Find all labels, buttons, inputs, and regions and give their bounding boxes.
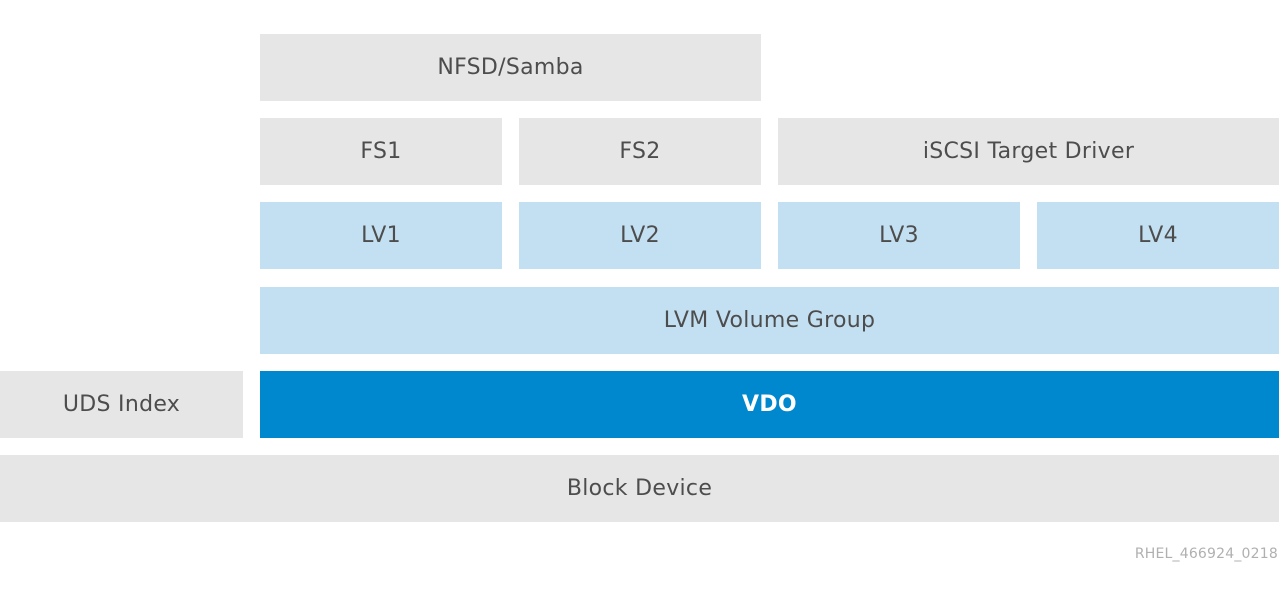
block-device-layer: Block Device [0,455,1279,522]
lv2-label: LV2 [620,223,660,248]
lv1-label: LV1 [361,223,401,248]
block-device-label: Block Device [566,476,713,501]
uds-index-label: UDS Index [62,392,181,417]
figure-id: RHEL_466924_0218 [1134,546,1278,562]
fs2-layer: FS2 [519,118,761,185]
nfsd-samba-label: NFSD/Samba [437,55,584,80]
lvm-volume-group-layer: LVM Volume Group [260,287,1279,354]
lv3-label: LV3 [879,223,919,248]
lvm-volume-group-label: LVM Volume Group [663,308,876,333]
uds-index-layer: UDS Index [0,371,243,438]
vdo-layer: VDO [260,371,1279,438]
lv4-layer: LV4 [1037,202,1279,269]
lv1-layer: LV1 [260,202,502,269]
vdo-label: VDO [742,392,797,417]
iscsi-target-driver-label: iSCSI Target Driver [922,139,1135,164]
fs2-label: FS2 [619,139,661,164]
iscsi-target-driver-layer: iSCSI Target Driver [778,118,1279,185]
lv2-layer: LV2 [519,202,761,269]
nfsd-samba-layer: NFSD/Samba [260,34,761,101]
lv3-layer: LV3 [778,202,1020,269]
fs1-label: FS1 [360,139,402,164]
fs1-layer: FS1 [260,118,502,185]
lv4-label: LV4 [1138,223,1178,248]
